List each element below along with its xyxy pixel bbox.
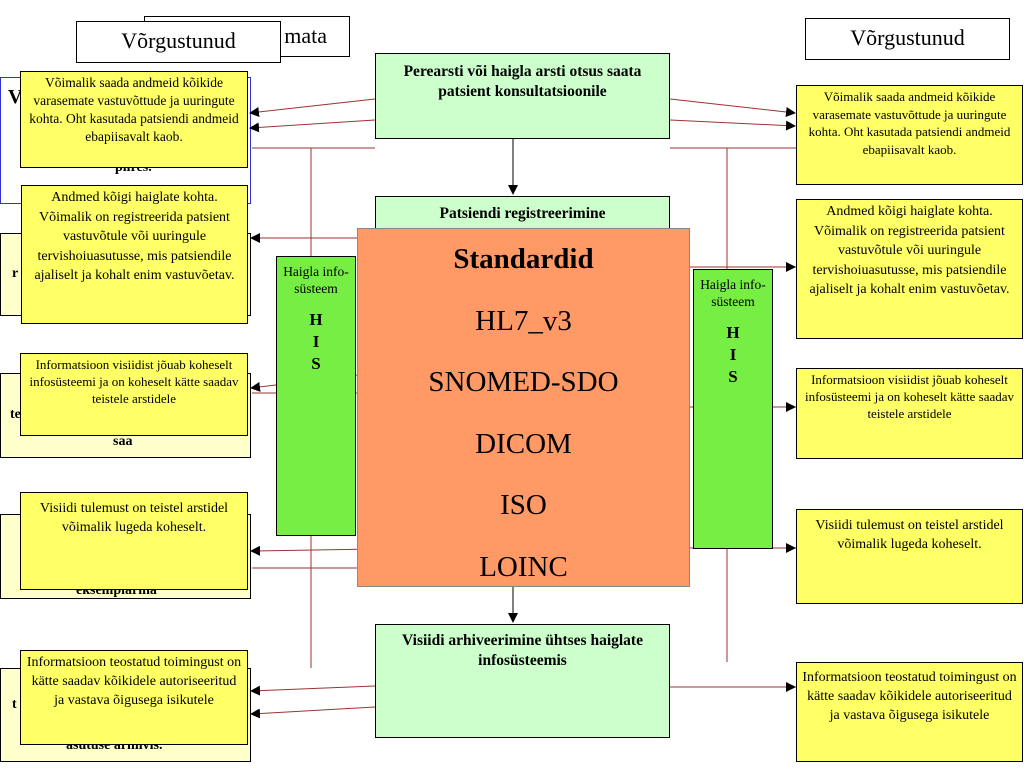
referral-text: Perearsti või haigla arsti otsus saata p…: [403, 63, 642, 100]
left-note-1-text: Võimalik saada andmeid kõikide varasemat…: [29, 75, 239, 144]
right-note-1-text: Võimalik saada andmeid kõikide varasemat…: [808, 89, 1011, 157]
hidden-fragment-5: saa: [113, 434, 133, 449]
left-note-5-text: Informatsioon teostatud toimingust on kä…: [26, 655, 242, 708]
standards-title: Standardid: [453, 243, 594, 275]
right-note-5-text: Informatsioon teostatud toimingust on kä…: [802, 670, 1017, 723]
hidden-fragment-3: r: [12, 266, 19, 281]
left-note-3: Informatsioon visiidist jõuab koheselt i…: [20, 353, 248, 436]
his-left-text: Haigla info-süsteem: [283, 264, 349, 296]
right-note-3-text: Informatsioon visiidist jõuab koheselt i…: [804, 372, 1015, 421]
left-note-2: Andmed kõigi haiglate kohta. Võimalik on…: [21, 185, 248, 324]
archive-box: Visiidi arhiveerimine ühtses haiglate in…: [375, 624, 670, 738]
left-note-4-text: Visiidi tulemust on teistel arstidel või…: [39, 501, 229, 535]
left-note-3-text: Informatsioon visiidist jõuab koheselt i…: [29, 357, 239, 406]
archive-text: Visiidi arhiveerimine ühtses haiglate in…: [402, 632, 643, 669]
label-left-network: Võrgustunud: [76, 21, 281, 63]
label-right-network-text: Võrgustunud: [850, 25, 965, 50]
hidden-fragment-4: te: [10, 407, 21, 422]
left-note-1: Võimalik saada andmeid kõikide varasemat…: [20, 71, 248, 168]
label-left-network-text: Võrgustunud: [121, 28, 236, 53]
his-right-text: Haigla info-süsteem: [700, 277, 766, 309]
hidden-fragment-1: V: [8, 86, 23, 108]
label-behind-text: mata: [284, 23, 327, 48]
standard-dicom: DICOM: [475, 427, 572, 460]
right-note-3: Informatsioon visiidist jõuab koheselt i…: [796, 368, 1023, 459]
standard-snomed: SNOMED-SDO: [428, 366, 619, 398]
referral-box: Perearsti või haigla arsti otsus saata p…: [375, 53, 670, 139]
left-note-5: Informatsioon teostatud toimingust on kä…: [20, 650, 248, 745]
his-right: Haigla info-süsteem H I S: [693, 269, 773, 549]
his-left-letters: H I S: [309, 310, 323, 373]
left-note-2-text: Andmed kõigi haiglate kohta. Võimalik on…: [34, 190, 235, 283]
right-note-4-text: Visiidi tulemust on teistel arstidel või…: [815, 518, 1004, 552]
standard-hl7: HL7_v3: [475, 304, 572, 337]
right-note-5: Informatsioon teostatud toimingust on kä…: [796, 662, 1023, 762]
his-right-letters: H I S: [726, 323, 740, 386]
right-note-1: Võimalik saada andmeid kõikide varasemat…: [796, 85, 1023, 185]
hidden-fragment-7: t: [12, 697, 17, 712]
standards-box: Standardid HL7_v3 SNOMED-SDO DICOM ISO L…: [357, 228, 690, 587]
label-right-network: Võrgustunud: [805, 18, 1010, 60]
right-note-4: Visiidi tulemust on teistel arstidel või…: [796, 509, 1023, 604]
right-note-2-text: Andmed kõigi haiglate kohta. Võimalik on…: [809, 204, 1010, 297]
right-note-2: Andmed kõigi haiglate kohta. Võimalik on…: [796, 199, 1023, 339]
registration-text: Patsiendi registreerimine: [439, 205, 606, 222]
standard-loinc: LOINC: [479, 550, 568, 583]
left-note-4: Visiidi tulemust on teistel arstidel või…: [20, 492, 248, 590]
his-left: Haigla info-süsteem H I S: [276, 256, 356, 536]
standard-iso: ISO: [500, 489, 547, 521]
